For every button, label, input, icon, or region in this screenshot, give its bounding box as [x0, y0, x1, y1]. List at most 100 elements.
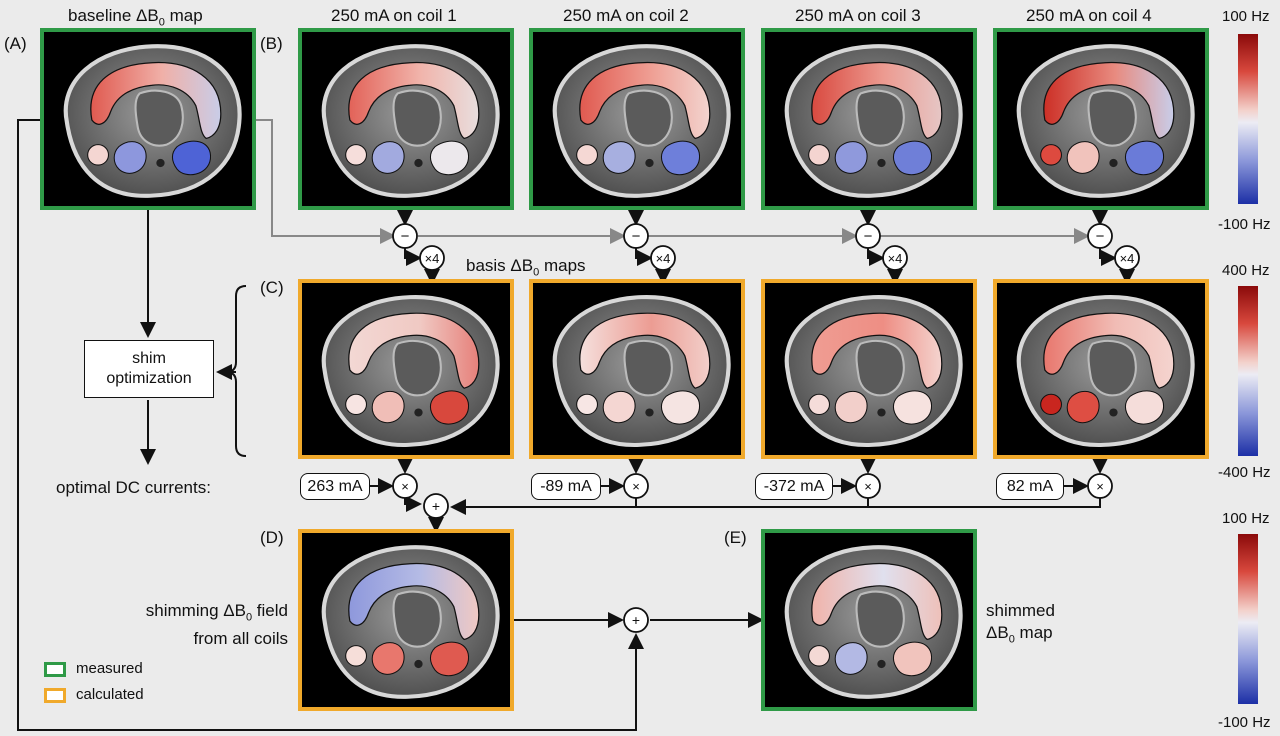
baseline-text: baseline ΔB [68, 6, 159, 25]
colorbar-bottom-min: -100 Hz [1218, 714, 1271, 731]
legend-measured-swatch [44, 662, 66, 677]
current-coil1: 263 mA [300, 473, 370, 500]
shimming-line1: shimming ΔB0 field [124, 600, 288, 628]
basis-map-coil3 [761, 279, 977, 459]
subtract-node [855, 223, 881, 249]
op-times4: ×4 [888, 251, 903, 266]
shimmed-map-label: shimmed ΔB0 map [986, 600, 1055, 650]
subtract-node [1087, 223, 1113, 249]
shimmed-line1: shimmed [986, 601, 1055, 620]
shimmed-tail: map [1014, 623, 1053, 642]
op-minus: − [632, 228, 641, 245]
basis-tail: maps [539, 256, 586, 275]
op-times4: ×4 [1120, 251, 1135, 266]
op-times4: ×4 [425, 251, 440, 266]
coil1-map-panel [298, 28, 514, 210]
multiply-node [392, 473, 418, 499]
scale-node [1114, 245, 1140, 271]
sum-node [423, 493, 449, 519]
op-minus: − [401, 228, 410, 245]
mri-map [533, 283, 741, 455]
mri-map [765, 32, 973, 206]
basis-text: basis ΔB [466, 256, 534, 275]
scale-node [882, 245, 908, 271]
panel-letter-d: (D) [260, 528, 284, 547]
basis-map-coil2 [529, 279, 745, 459]
basis-maps-label: basis ΔB0 maps [466, 256, 586, 278]
shim-optimization-box: shim optimization [84, 340, 214, 398]
subtract-node [623, 223, 649, 249]
op-times: × [864, 479, 872, 494]
op-plus: + [632, 612, 640, 628]
op-times: × [632, 479, 640, 494]
shim-line2: optimization [106, 370, 192, 387]
colorbar-middle-max: 400 Hz [1222, 262, 1270, 279]
mri-map [997, 32, 1205, 206]
shimmed-text: ΔB [986, 623, 1009, 642]
basis-subscript: 0 [533, 266, 540, 279]
mri-map [302, 533, 510, 707]
colorbar-bottom-max: 100 Hz [1222, 510, 1270, 527]
op-plus: + [432, 498, 440, 514]
legend-measured-label: measured [76, 660, 143, 677]
sum-node [623, 607, 649, 633]
mri-map [44, 32, 252, 206]
current-coil3: -372 mA [755, 473, 833, 500]
multiply-node [623, 473, 649, 499]
coil3-map-panel [761, 28, 977, 210]
op-times4: ×4 [656, 251, 671, 266]
op-times: × [1096, 479, 1104, 494]
coil3-label: 250 mA on coil 3 [795, 6, 921, 25]
baseline-map-label: baseline ΔB0 map [68, 6, 203, 28]
op-times: × [401, 479, 409, 494]
shimmed-subscript: 0 [1008, 633, 1015, 646]
op-minus: − [1096, 228, 1105, 245]
multiply-node [855, 473, 881, 499]
shimming-text: shimming ΔB [145, 601, 246, 620]
mri-map [765, 533, 973, 707]
colorbar-bottom [1238, 534, 1258, 704]
op-minus: − [864, 228, 873, 245]
panel-letter-b: (B) [260, 34, 283, 53]
coil2-label: 250 mA on coil 2 [563, 6, 689, 25]
shimmed-line2: ΔB0 map [986, 622, 1055, 650]
basis-map-coil1 [298, 279, 514, 459]
scale-node [650, 245, 676, 271]
shimmed-map-panel [761, 529, 977, 711]
shimming-field-panel [298, 529, 514, 711]
coil2-map-panel [529, 28, 745, 210]
mri-map [302, 283, 510, 455]
coil4-map-panel [993, 28, 1209, 210]
colorbar-middle [1238, 286, 1258, 456]
mri-map [997, 283, 1205, 455]
baseline-map-panel [40, 28, 256, 210]
current-coil4: 82 mA [996, 473, 1064, 500]
current-coil2: -89 mA [531, 473, 601, 500]
colorbar-top-min: -100 Hz [1218, 216, 1271, 233]
panel-letter-e: (E) [724, 528, 747, 547]
legend-calculated-swatch [44, 688, 66, 703]
shimming-subscript: 0 [245, 611, 253, 624]
mri-map [302, 32, 510, 206]
shimming-line2: from all coils [193, 629, 288, 649]
legend-calculated-label: calculated [76, 686, 144, 703]
baseline-tail: map [164, 6, 203, 25]
shimming-tail: field [252, 601, 288, 620]
scale-node [419, 245, 445, 271]
coil4-label: 250 mA on coil 4 [1026, 6, 1152, 25]
mri-map [533, 32, 741, 206]
optimal-currents-label: optimal DC currents: [56, 478, 211, 497]
coil1-label: 250 mA on coil 1 [331, 6, 457, 25]
baseline-subscript: 0 [158, 16, 165, 29]
shim-line1: shim [132, 350, 166, 367]
basis-map-coil4 [993, 279, 1209, 459]
subtract-node [392, 223, 418, 249]
panel-letter-a: (A) [4, 34, 27, 53]
colorbar-top-max: 100 Hz [1222, 8, 1270, 25]
multiply-node [1087, 473, 1113, 499]
mri-map [765, 283, 973, 455]
colorbar-top [1238, 34, 1258, 204]
panel-letter-c: (C) [260, 278, 284, 297]
